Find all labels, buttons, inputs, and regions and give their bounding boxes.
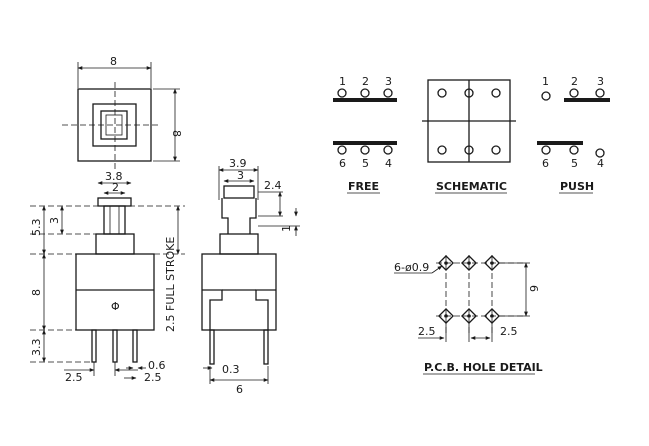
front-0-6-label: 0.6 <box>148 359 166 372</box>
free-contact-6 <box>337 145 347 155</box>
push-pin-3: 3 <box>597 75 604 88</box>
pcb-hole-center-1 <box>444 261 448 265</box>
pcb-hole-6 <box>438 308 454 324</box>
front-stem <box>103 205 126 235</box>
front-center-mark: Φ <box>111 300 120 313</box>
push-contact-6 <box>541 145 551 155</box>
front-3-8-label: 3.8 <box>105 170 123 183</box>
push-contact-4 <box>595 148 605 158</box>
side-view: 3.9 3 2.4 1 6 0.3 <box>201 157 300 396</box>
front-stem-top <box>97 197 132 207</box>
side-stem <box>221 198 257 234</box>
push-pin-4: 4 <box>597 157 604 170</box>
pcb-hole-center-4 <box>490 314 494 318</box>
front-2-5-label: 2.5 <box>65 371 83 384</box>
free-pin-4: 4 <box>385 157 392 170</box>
schematic-hole-3 <box>491 88 501 98</box>
free-pin-2: 2 <box>362 75 369 88</box>
pcb-title: P.C.B. HOLE DETAIL <box>424 361 543 374</box>
push-contact-5 <box>569 145 579 155</box>
side-collar <box>219 233 259 255</box>
front-8-label: 8 <box>30 289 43 296</box>
side-body-cutout <box>202 289 276 330</box>
free-contact-1 <box>337 88 347 98</box>
pcb-hole-detail: 6-ø0.9 6 2.5 2.5 P.C.B. HOLE DETAIL <box>394 255 543 375</box>
schematic-hole-4 <box>491 145 501 155</box>
side-0-3-label: 0.3 <box>222 363 240 376</box>
free-title: FREE <box>348 180 379 193</box>
side-3-label: 3 <box>237 169 244 182</box>
pcb-2-5-right-label: 2.5 <box>500 325 518 338</box>
side-2-4-label: 2.4 <box>264 179 282 192</box>
pcb-hole-5 <box>461 308 477 324</box>
schematic-hole-5 <box>464 145 474 155</box>
push-bar-bottom <box>537 141 583 145</box>
free-contact-4 <box>383 145 393 155</box>
pcb-hole-label: 6-ø0.9 <box>394 261 429 274</box>
push-title: PUSH <box>560 180 594 193</box>
free-bar-bottom <box>333 141 397 145</box>
front-5-3-label: 5.3 <box>30 219 43 237</box>
schematic-hole-6 <box>437 145 447 155</box>
front-pin-right <box>132 329 138 363</box>
front-pin-left <box>91 329 97 363</box>
side-6-label: 6 <box>236 383 243 396</box>
schematic-hole-2 <box>464 88 474 98</box>
side-pin-right <box>263 329 269 365</box>
top-height-label: 8 <box>170 130 183 137</box>
side-3-9-label: 3.9 <box>229 157 247 170</box>
schematic-hole-1 <box>437 88 447 98</box>
free-contact-3 <box>383 88 393 98</box>
front-2-label: 2 <box>112 181 119 194</box>
push-pin-1: 1 <box>542 75 549 88</box>
side-pin-left <box>209 329 215 365</box>
free-pin-6: 6 <box>339 157 346 170</box>
free-pin-5: 5 <box>362 157 369 170</box>
push-contact-1 <box>541 91 551 101</box>
push-bar-top <box>564 98 610 102</box>
front-collar <box>95 233 135 255</box>
pcb-hole-center-3 <box>490 261 494 265</box>
pcb-6-label: 6 <box>527 285 540 292</box>
pcb-hole-center-6 <box>444 314 448 318</box>
pcb-hole-4 <box>484 308 500 324</box>
free-pin-3: 3 <box>385 75 392 88</box>
side-cap <box>223 185 255 199</box>
top-body-outline <box>77 88 152 162</box>
front-3-label: 3 <box>48 217 61 224</box>
side-body <box>201 253 277 331</box>
pcb-hole-2 <box>461 255 477 271</box>
pcb-2-5-left-label: 2.5 <box>418 325 436 338</box>
pcb-hole-center-2 <box>467 261 471 265</box>
push-diagram: 1 2 3 6 5 4 PUSH <box>537 75 610 194</box>
push-pin-6: 6 <box>542 157 549 170</box>
top-view: 8 8 <box>62 55 183 170</box>
pcb-hole-3 <box>484 255 500 271</box>
free-diagram: 1 2 3 6 5 4 FREE <box>333 75 397 194</box>
front-2-5b-label: 2.5 <box>144 371 162 384</box>
pcb-hole-1 <box>438 255 454 271</box>
pcb-hole-center-5 <box>467 314 471 318</box>
front-body <box>75 253 155 331</box>
schematic-diagram: SCHEMATIC <box>422 79 516 194</box>
front-pin-center <box>112 329 118 363</box>
schematic-title: SCHEMATIC <box>436 180 507 193</box>
free-contact-5 <box>360 145 370 155</box>
top-width-label: 8 <box>110 55 117 68</box>
push-pin-5: 5 <box>571 157 578 170</box>
push-contact-2 <box>569 88 579 98</box>
front-3-3-label: 3.3 <box>30 339 43 357</box>
free-pin-1: 1 <box>339 75 346 88</box>
push-pin-2: 2 <box>571 75 578 88</box>
front-stroke-label: 2.5 FULL STROKE <box>164 237 177 332</box>
free-contact-2 <box>360 88 370 98</box>
side-1-label: 1 <box>280 225 293 232</box>
pcb-leader-arrow <box>431 265 443 274</box>
push-contact-3 <box>595 88 605 98</box>
front-view: 3.8 2 Φ 5.3 3 8 3.3 2.5 FULL STROKE <box>30 170 185 384</box>
free-bar-top <box>333 98 397 102</box>
